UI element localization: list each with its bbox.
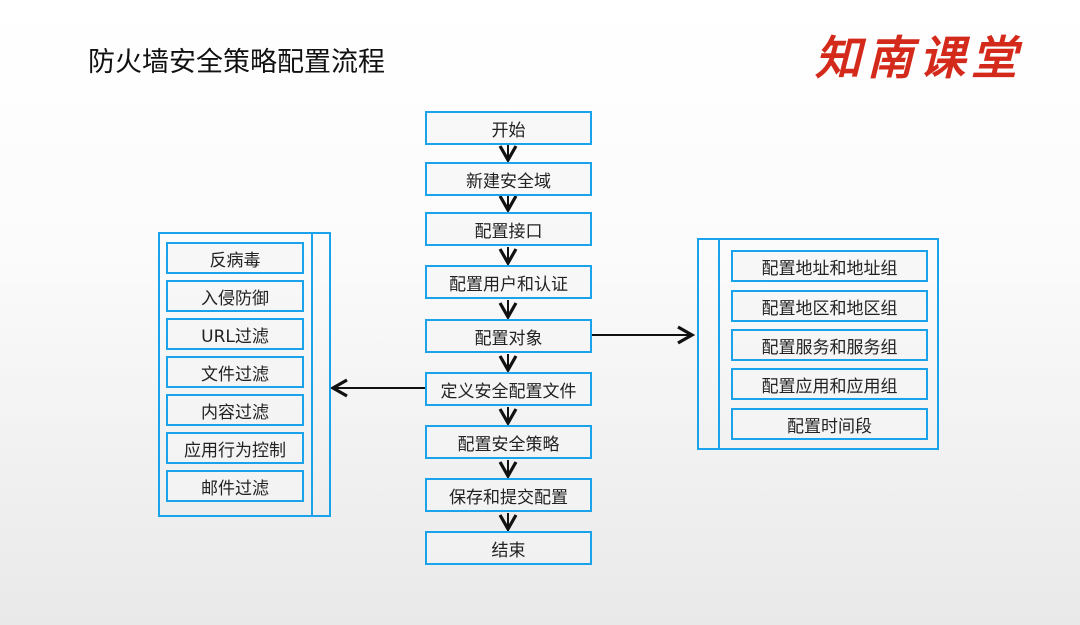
object-item: 配置地址和地址组 bbox=[731, 250, 928, 282]
divider bbox=[311, 232, 313, 517]
profile-item: 入侵防御 bbox=[166, 280, 304, 312]
logo: 知南课堂 bbox=[815, 31, 1023, 85]
profile-item: 文件过滤 bbox=[166, 356, 304, 388]
profile-item: 邮件过滤 bbox=[166, 470, 304, 502]
step-user-auth: 配置用户和认证 bbox=[425, 265, 592, 299]
profile-item: 应用行为控制 bbox=[166, 432, 304, 464]
profile-item: 内容过滤 bbox=[166, 394, 304, 426]
step-objects: 配置对象 bbox=[425, 319, 592, 353]
object-item: 配置地区和地区组 bbox=[731, 290, 928, 322]
step-save-commit: 保存和提交配置 bbox=[425, 478, 592, 512]
profile-item: URL过滤 bbox=[166, 318, 304, 350]
profile-item: 反病毒 bbox=[166, 242, 304, 274]
object-item: 配置时间段 bbox=[731, 408, 928, 440]
page-title: 防火墙安全策略配置流程 bbox=[88, 47, 385, 78]
divider bbox=[718, 238, 720, 450]
step-new-zone: 新建安全域 bbox=[425, 162, 592, 196]
step-security-policy: 配置安全策略 bbox=[425, 425, 592, 459]
step-end: 结束 bbox=[425, 531, 592, 565]
step-start: 开始 bbox=[425, 111, 592, 145]
object-item: 配置服务和服务组 bbox=[731, 329, 928, 361]
objects-group bbox=[697, 238, 939, 450]
object-item: 配置应用和应用组 bbox=[731, 368, 928, 400]
profiles-group bbox=[158, 232, 331, 517]
step-interface: 配置接口 bbox=[425, 212, 592, 246]
step-security-profile: 定义安全配置文件 bbox=[425, 372, 592, 406]
